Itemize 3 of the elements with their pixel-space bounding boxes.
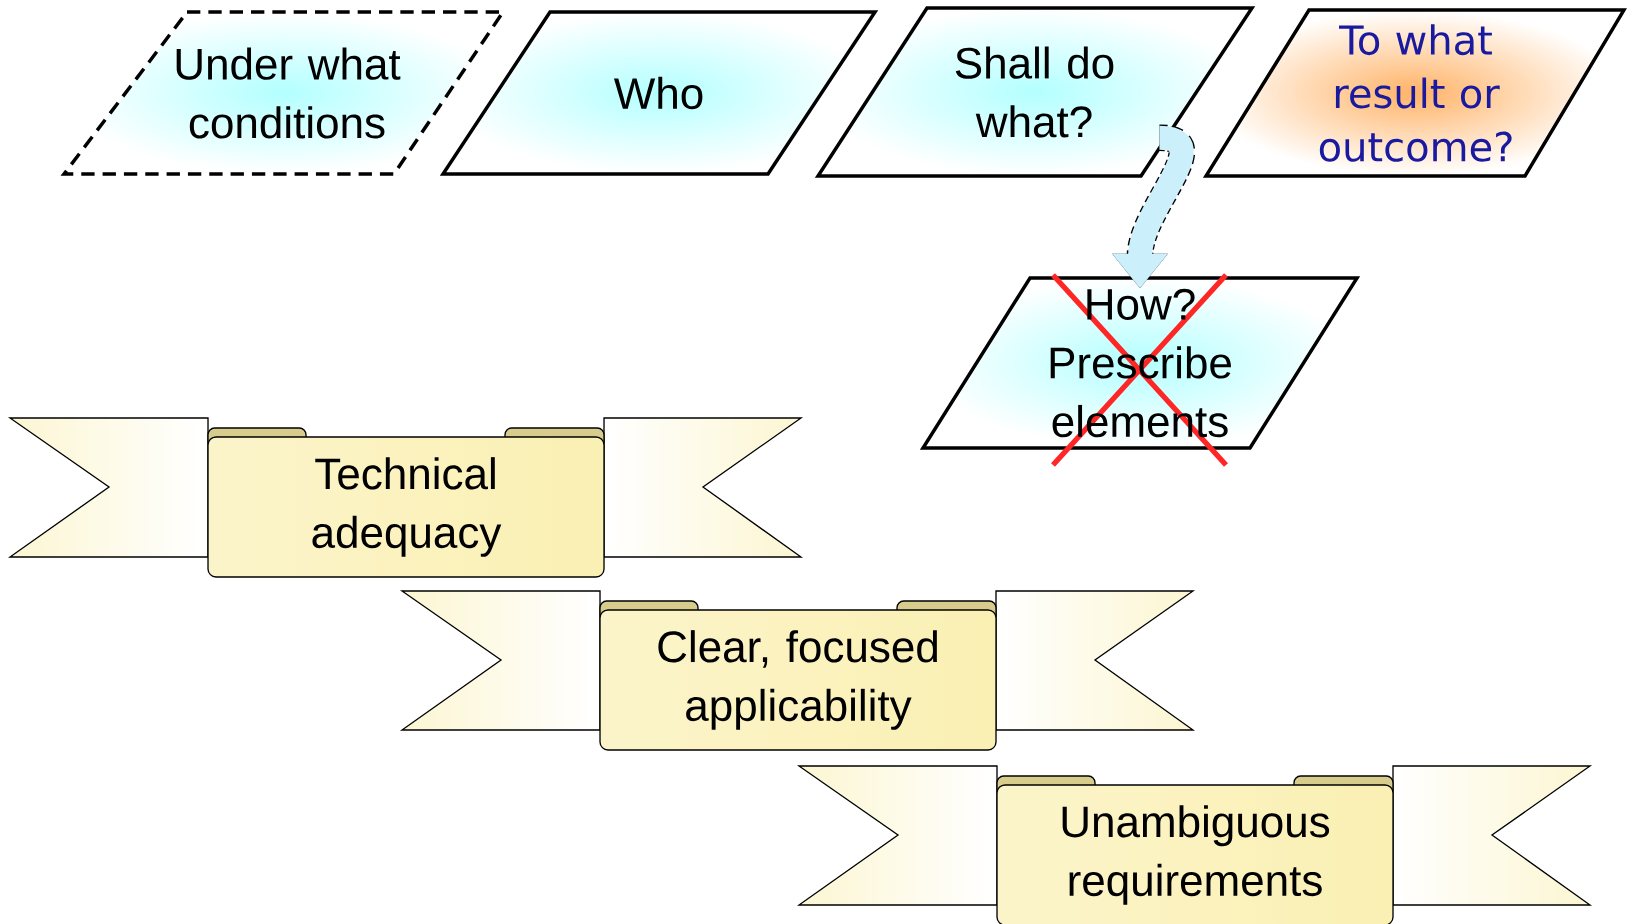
ribbon-banner: Unambiguous requirements xyxy=(796,765,1593,924)
ribbon-banner: Technical adequacy xyxy=(7,417,804,578)
ribbon-banner: Clear, focused applicability xyxy=(399,590,1196,751)
